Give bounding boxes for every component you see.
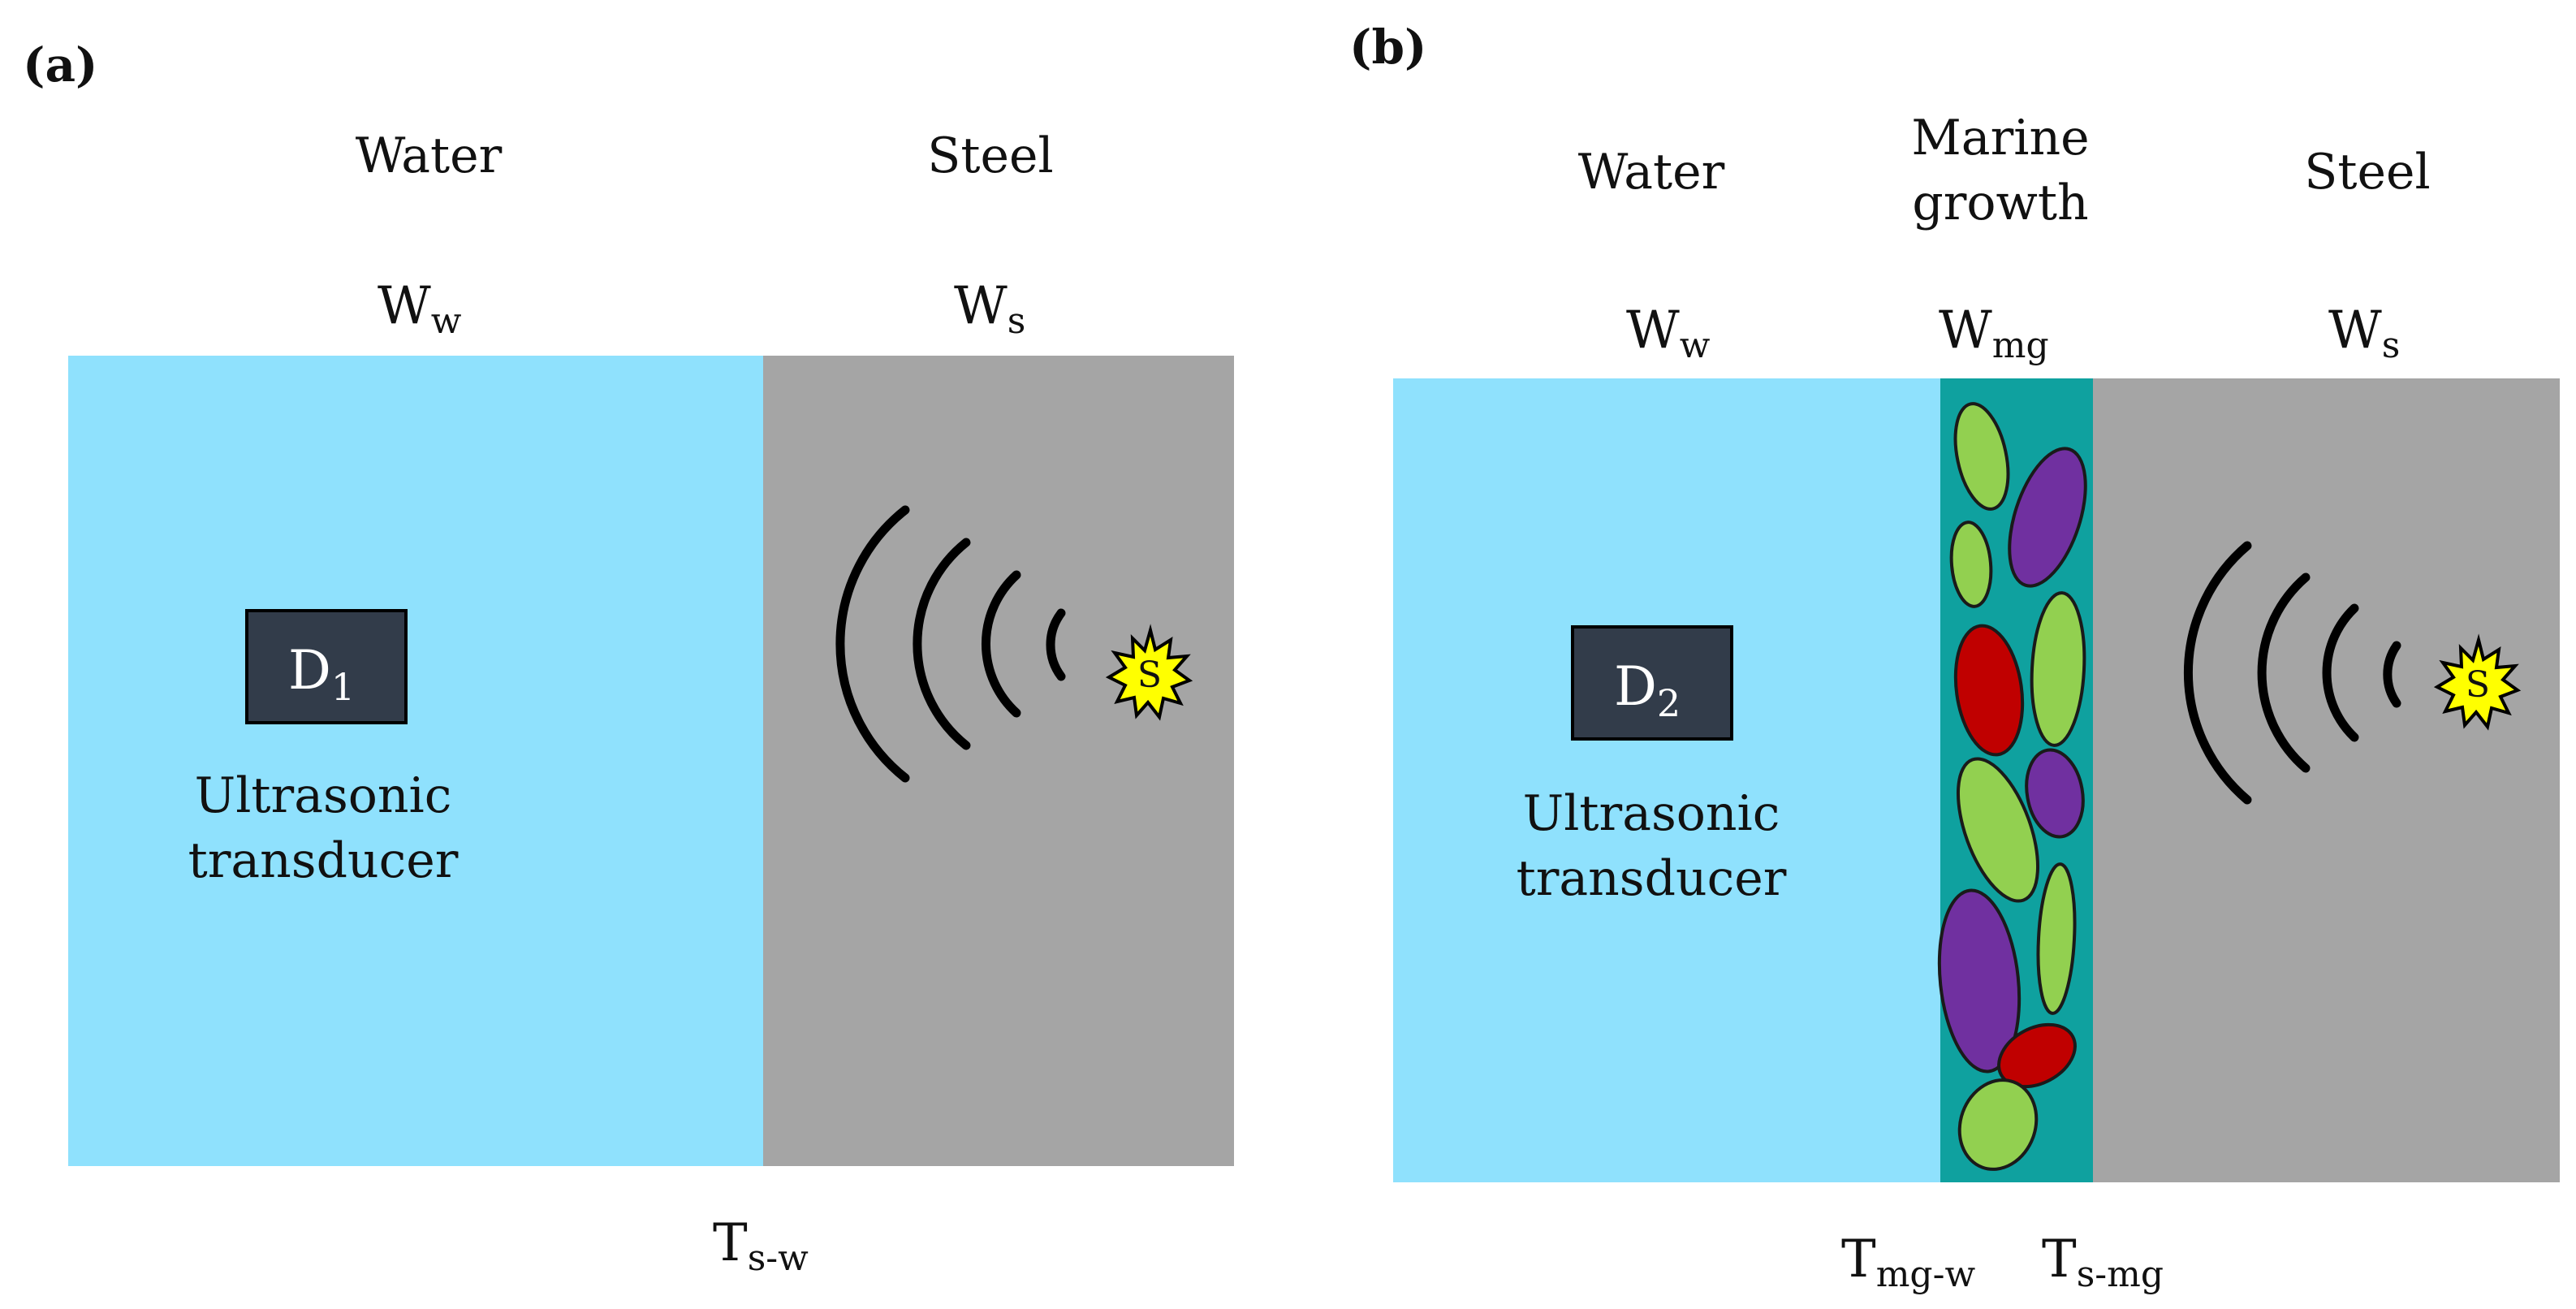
panel-a-water-region	[68, 356, 763, 1166]
panel-b-transducer-line2: transducer	[1517, 850, 1787, 907]
panel-a-sound-waves-icon	[835, 505, 1066, 783]
panel-a-detector-box	[245, 609, 408, 724]
panel-b-interface1-sub: mg-w	[1876, 1254, 1976, 1295]
panel-b-interface2-label: Ts-mg	[2042, 1229, 2164, 1295]
panel-b-wave-arc-1	[2183, 541, 2252, 805]
panel-a: (a) Water Steel Ww Ws D1 Ultrasonic tran…	[23, 37, 1234, 1279]
panel-b-steel-label: Steel	[2304, 144, 2430, 201]
panel-a-transducer-line2: transducer	[188, 832, 459, 889]
panel-b-marine-line1: Marine	[1911, 110, 2089, 166]
panel-b-ww-symbol: Ww	[1626, 300, 1711, 366]
panel-b-interface2-main: T	[2042, 1229, 2077, 1290]
panel-b-wmg-main: W	[1939, 300, 1992, 361]
panel-b-water-label: Water	[1578, 144, 1725, 201]
panel-b-tag: (b)	[1349, 19, 1426, 75]
panel-a-transducer-line1: Ultrasonic	[195, 767, 452, 824]
panel-b-transducer-line1: Ultrasonic	[1523, 785, 1780, 842]
panel-b-marine-growth-cells	[1937, 402, 2087, 1171]
marine-cell-green	[1956, 757, 2040, 903]
panel-a-tag: (a)	[23, 37, 97, 93]
marine-cell-green	[1949, 521, 1993, 608]
panel-b-wave-arc-4	[2383, 641, 2401, 708]
panel-a-wave-arc-3	[981, 570, 1021, 718]
panel-a-ww-main: W	[378, 276, 431, 336]
panel-a-wave-arc-1	[835, 505, 910, 783]
panel-a-ww-symbol: Ww	[378, 276, 462, 342]
panel-b-interface1-main: T	[1841, 1229, 1876, 1290]
panel-a-ws-symbol: Ws	[954, 276, 1025, 342]
panel-a-interface-main: T	[713, 1213, 748, 1273]
panel-a-wave-arc-4	[1046, 608, 1066, 681]
panel-a-wave-arc-2	[913, 538, 971, 750]
panel-a-detector-main: D	[288, 639, 331, 702]
panel-b-source-label: S	[2466, 664, 2490, 706]
panel-b-detector-sub: 2	[1657, 681, 1681, 725]
marine-cell-purple	[2025, 748, 2085, 839]
panel-b-ws-symbol: Ws	[2328, 300, 2400, 366]
panel-b-ww-main: W	[1626, 300, 1680, 361]
panel-a-ws-sub: s	[1008, 300, 1026, 342]
marine-cell-green	[1957, 1078, 2039, 1171]
marine-cell-purple	[2008, 447, 2087, 588]
panel-b-interface1-label: Tmg-w	[1841, 1229, 1975, 1295]
panel-a-source-star-icon	[1105, 624, 1193, 721]
panel-b-detector-label: D2	[1614, 655, 1681, 725]
panel-b-source-star-icon	[2433, 633, 2522, 731]
panel-a-ww-sub: w	[431, 300, 462, 342]
marine-cell-green	[1953, 402, 2010, 511]
marine-cell-purple	[1937, 888, 2022, 1074]
panel-b: (b) Water Marine growth Steel Ww Wmg Ws …	[1349, 19, 2560, 1295]
panel-a-steel-region	[763, 356, 1234, 1166]
marine-cell-red	[1997, 1022, 2077, 1089]
marine-cell-red	[1953, 624, 2025, 757]
panel-a-water-label: Water	[356, 127, 503, 184]
panel-a-detector-label: D1	[288, 639, 355, 709]
panel-b-steel-region	[2093, 378, 2560, 1182]
panel-a-source-label: S	[1137, 654, 1162, 696]
panel-a-ws-main: W	[954, 276, 1008, 336]
panel-b-marine-line2: growth	[1912, 175, 2088, 231]
panel-b-detector-box	[1571, 625, 1733, 741]
panel-b-wmg-symbol: Wmg	[1939, 300, 2049, 366]
panel-b-wave-arc-3	[2322, 603, 2359, 742]
marine-cell-green	[2036, 862, 2077, 1015]
panel-b-wave-arc-2	[2257, 572, 2311, 773]
panel-b-interface2-sub: s-mg	[2077, 1254, 2164, 1295]
panel-a-interface-label: Ts-w	[713, 1213, 809, 1279]
panel-b-ws-main: W	[2328, 300, 2382, 361]
panel-a-interface-sub: s-w	[748, 1238, 809, 1279]
panel-b-detector-main: D	[1614, 655, 1657, 718]
panel-b-ws-sub: s	[2382, 325, 2401, 366]
panel-b-water-region	[1393, 378, 1940, 1182]
marine-cell-green	[2030, 591, 2086, 747]
panel-a-steel-label: Steel	[927, 127, 1053, 184]
panel-a-detector-sub: 1	[331, 665, 355, 709]
panel-b-wmg-sub: mg	[1992, 325, 2049, 366]
panel-b-ww-sub: w	[1680, 325, 1711, 366]
panel-b-sound-waves-icon	[2183, 541, 2401, 805]
